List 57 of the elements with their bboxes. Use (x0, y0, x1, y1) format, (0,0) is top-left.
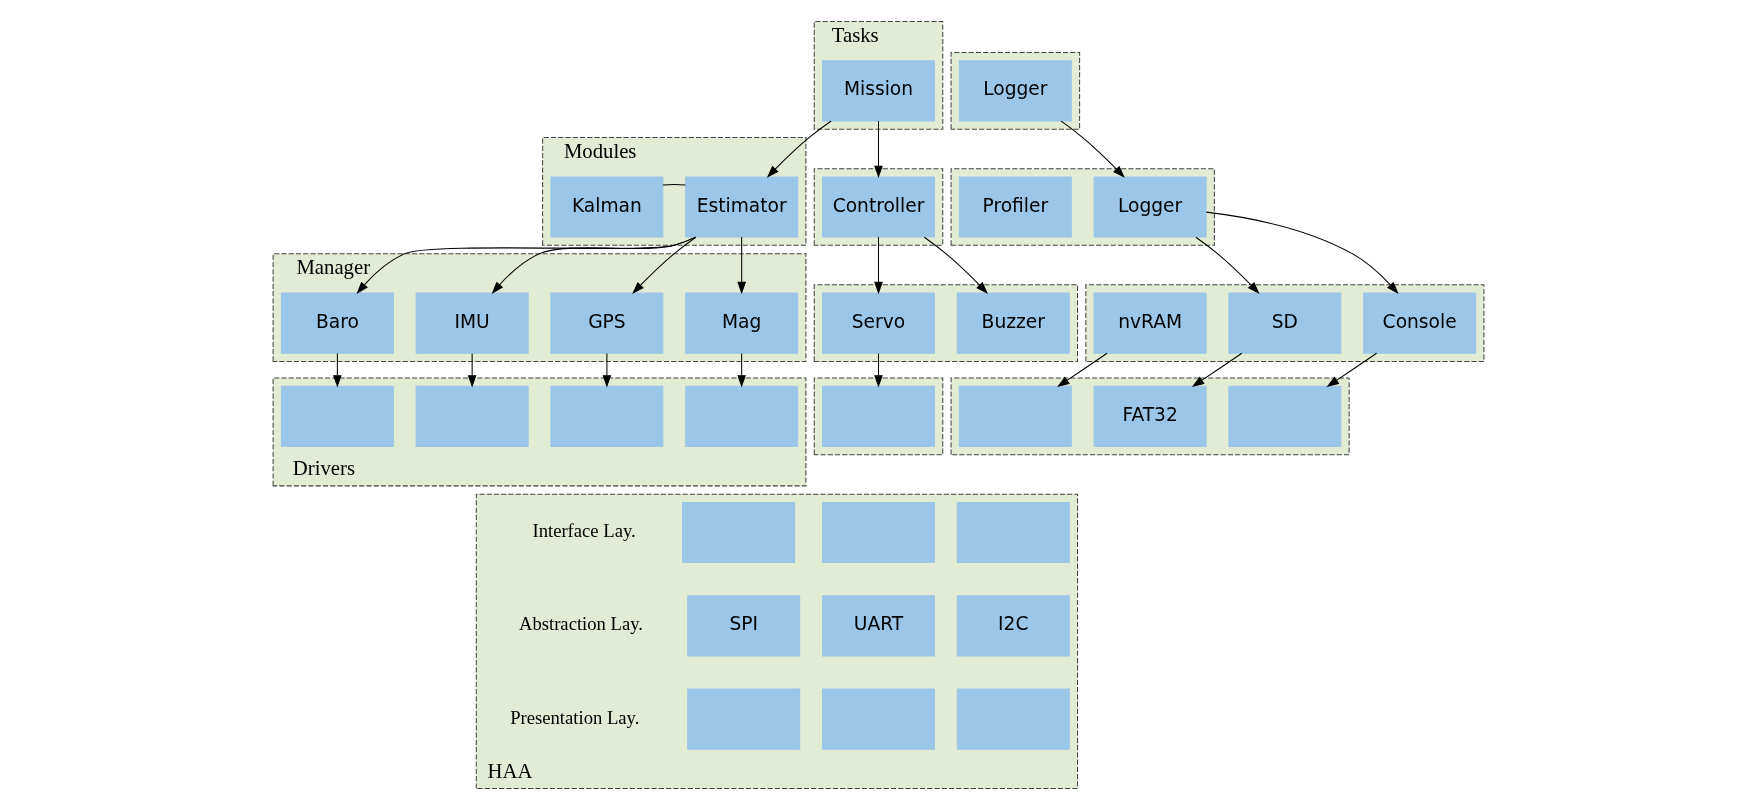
arrow (1205, 211, 1399, 294)
node-box (821, 385, 935, 447)
node-box (1227, 385, 1341, 447)
node-box (956, 501, 1070, 563)
arrow (332, 352, 342, 388)
arrow (1326, 352, 1377, 387)
arrow (602, 352, 611, 388)
cluster (950, 51, 1080, 130)
arrow (873, 352, 883, 388)
node-box: nvRAM (1093, 292, 1207, 354)
label: Interface Lay. (531, 519, 636, 541)
arrow (356, 236, 696, 294)
node-box (686, 688, 800, 750)
connector (661, 183, 686, 186)
label: Presentation Lay. (509, 706, 639, 728)
arrow (1194, 236, 1260, 294)
arrow (736, 352, 746, 388)
arrow (923, 236, 988, 294)
label: Abstraction Lay. (518, 612, 643, 634)
arrow (873, 120, 883, 178)
node-box (280, 385, 394, 447)
node-box: Buzzer (956, 292, 1070, 354)
node-box: Mag (684, 292, 798, 354)
node-box (684, 385, 798, 447)
cluster (813, 377, 943, 455)
arrow (467, 352, 476, 388)
node-box (821, 688, 935, 750)
node-box: Controller (821, 175, 935, 238)
node-box (956, 688, 1070, 750)
node-box: SPI (686, 594, 800, 656)
arrow (491, 236, 696, 294)
arrow (736, 236, 746, 294)
node-box: Console (1362, 292, 1476, 354)
node-box: GPS (549, 292, 663, 354)
node-box: FAT32 (1093, 385, 1207, 447)
node-box: Logger (1093, 175, 1207, 238)
node-box: I2C (956, 594, 1070, 656)
arrow (631, 236, 696, 294)
node-box: Profiler (958, 175, 1072, 238)
node-box: Servo (821, 292, 935, 354)
node-box: Mission (821, 59, 935, 121)
node-box: SD (1227, 292, 1341, 354)
node-box (415, 385, 529, 447)
node-box: IMU (415, 292, 529, 354)
node-box: Baro (280, 292, 394, 354)
arrow (873, 236, 883, 294)
node-box: UART (821, 594, 935, 656)
cluster: Drivers (272, 377, 806, 486)
node-box: Kalman (549, 175, 663, 238)
node-box (821, 501, 935, 563)
node-box: Estimator (684, 175, 798, 238)
node-box (681, 501, 795, 563)
arrow (1060, 120, 1125, 178)
arrow (766, 120, 832, 178)
node-box: Logger (958, 59, 1072, 121)
node-box (549, 385, 663, 447)
node-box (958, 385, 1072, 447)
